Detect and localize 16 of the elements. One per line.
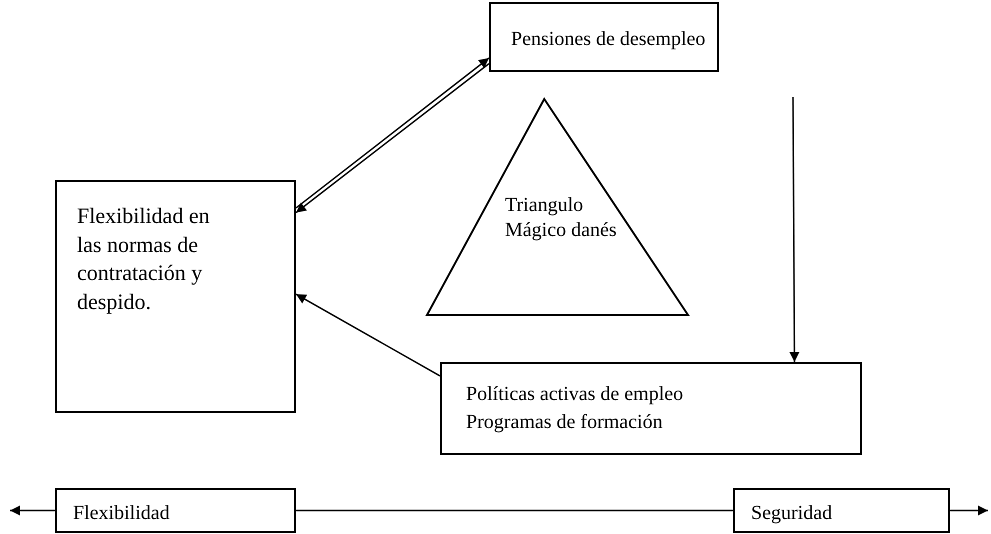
text-box [55, 180, 296, 413]
node-label: Políticas activas de empleo Programas de formación [466, 382, 684, 435]
arrow [296, 294, 440, 377]
arrow [950, 506, 988, 516]
text-box [55, 488, 296, 533]
text-box [733, 488, 950, 533]
node-label: Flexibilidad en las normas de contratación y despido. [77, 202, 211, 316]
node-label: Pensiones de desempleo [511, 27, 706, 52]
triangle-shape [425, 97, 690, 317]
text-box [440, 362, 862, 455]
arrow [789, 97, 800, 362]
node-label: Seguridad [751, 501, 834, 526]
text-box [489, 2, 719, 72]
node-label: Triangulo Mágico danés [505, 193, 618, 243]
node-label: Flexibilidad [73, 501, 171, 526]
arrow [10, 506, 55, 516]
